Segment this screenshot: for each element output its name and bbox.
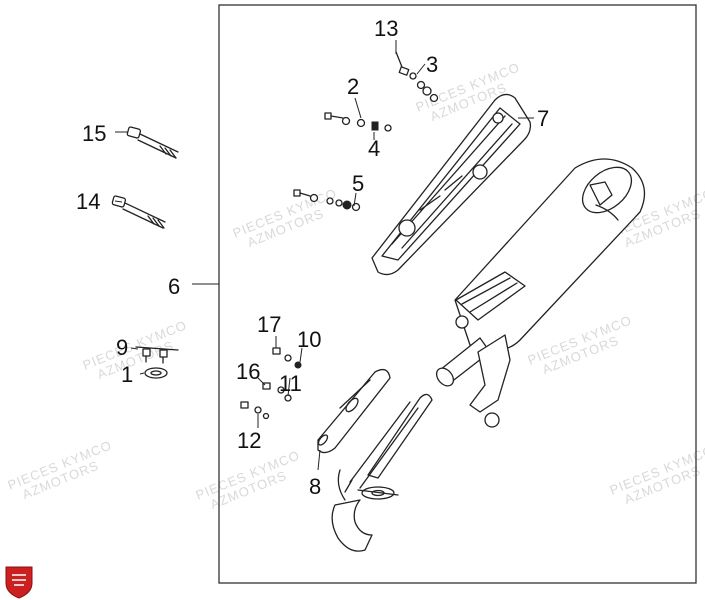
callout-labels: 1 2 3 4 5 6 7 8 9 10 11 12 13 14 15 16 1… (76, 16, 549, 499)
callout-2: 2 (347, 74, 359, 99)
muffler-body (435, 158, 646, 428)
callout-5: 5 (352, 171, 364, 196)
assembly-frame (218, 4, 697, 584)
azmotors-logo-icon (5, 566, 33, 599)
fasteners (111, 51, 439, 420)
callout-1: 1 (121, 362, 133, 387)
callout-3: 3 (426, 52, 438, 77)
watermarks: PIECES KYMCO AZMOTORS PIECES KYMCO AZMOT… (6, 59, 705, 512)
callout-15: 15 (82, 121, 106, 146)
callout-7: 7 (537, 106, 549, 131)
muffler-heat-shield (371, 93, 532, 276)
callout-14: 14 (76, 189, 100, 214)
callout-13: 13 (374, 16, 398, 41)
callout-9: 9 (116, 335, 128, 360)
callout-16: 16 (236, 359, 260, 384)
callout-8: 8 (309, 474, 321, 499)
callout-17: 17 (257, 312, 281, 337)
callout-12: 12 (237, 428, 261, 453)
callout-10: 10 (297, 327, 321, 352)
callout-11: 11 (279, 371, 302, 396)
callout-6: 6 (168, 274, 180, 299)
exhaust-pipe (317, 368, 433, 552)
leader-lines (114, 40, 534, 471)
callout-4: 4 (368, 136, 380, 161)
